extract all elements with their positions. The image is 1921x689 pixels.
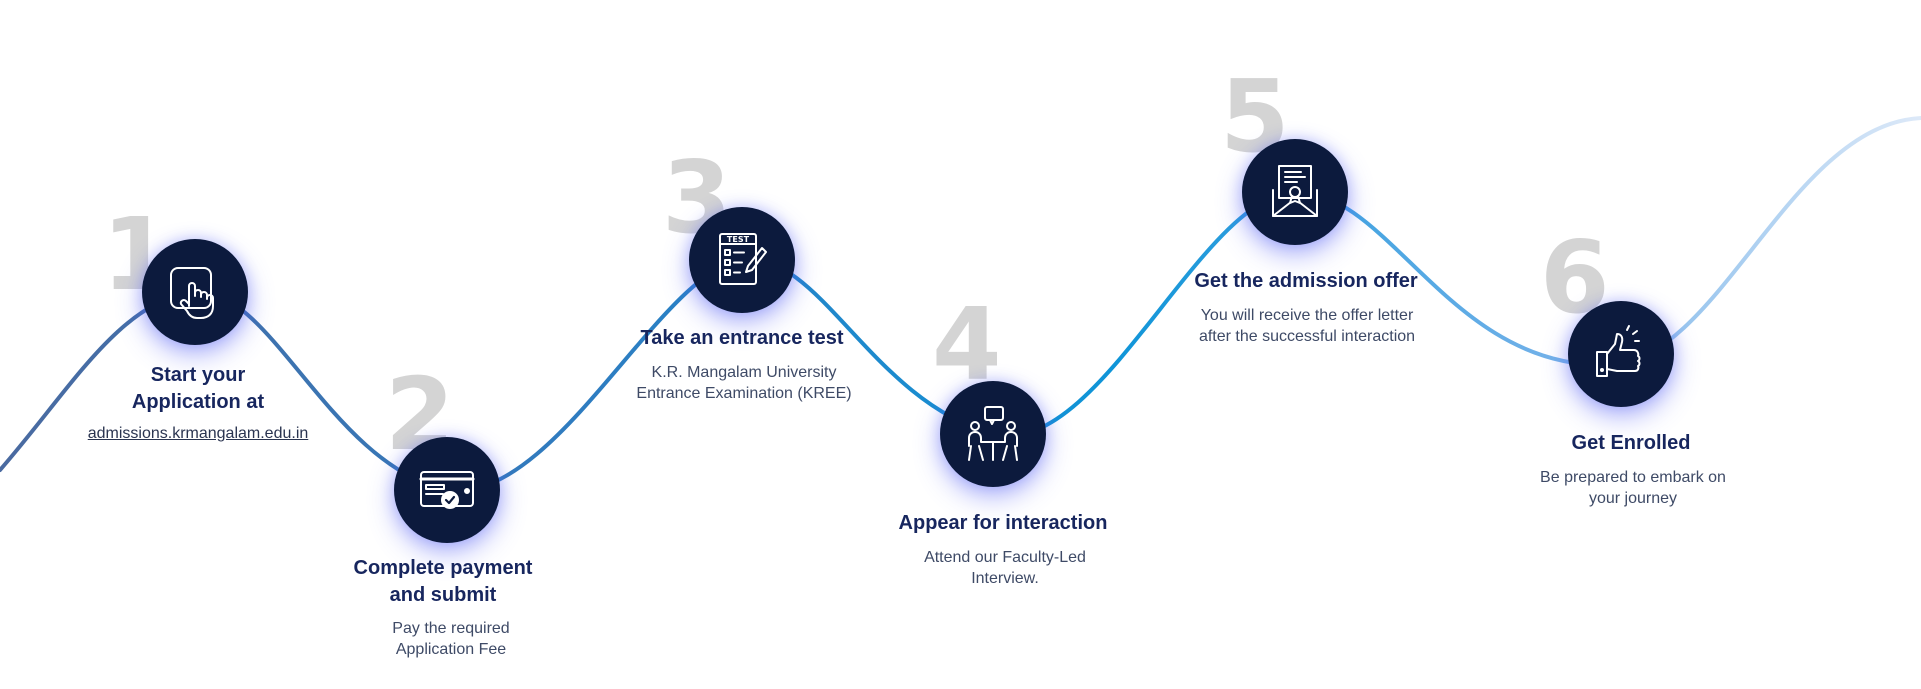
step-3-description: K.R. Mangalam University	[651, 364, 837, 381]
step-1-title-line2: Application at	[131, 391, 265, 413]
interview-icon	[968, 406, 1018, 461]
step-4-node	[940, 381, 1046, 487]
step-4-number: 4	[932, 286, 1002, 403]
step-6-title: Get Enrolled	[1571, 432, 1691, 454]
step-4-description: Attend our Faculty-Led	[924, 549, 1086, 566]
thumbs-up-icon	[1596, 325, 1641, 377]
admissions-link[interactable]: admissions.krmangalam.edu.in	[87, 425, 309, 442]
step-2-node	[394, 437, 500, 543]
step-2-title: Complete payment	[353, 557, 533, 579]
step-2-title-line2: and submit	[389, 584, 497, 606]
step-6-node	[1568, 301, 1674, 407]
offer-letter-icon	[1272, 165, 1318, 217]
test-icon-label: TEST	[727, 235, 750, 244]
step-4-title: Appear for interaction	[898, 512, 1108, 534]
step-5-node	[1242, 139, 1348, 245]
step-1-node	[142, 239, 248, 345]
test-sheet-icon: TEST	[719, 233, 767, 285]
step-2-description: Pay the required	[392, 620, 510, 637]
step-4-description-line2: Interview.	[971, 570, 1039, 587]
step-5-title: Get the admission offer	[1194, 270, 1418, 292]
step-1-title: Start your	[150, 364, 246, 386]
payment-card-icon	[419, 471, 475, 509]
step-3-node: TEST	[689, 207, 795, 313]
step-3-title: Take an entrance test	[640, 327, 844, 349]
step-5-description: You will receive the offer letter	[1200, 307, 1414, 324]
step-2-description-line2: Application Fee	[395, 641, 507, 658]
hand-pointer-icon	[170, 267, 214, 319]
step-6-description-line2: your journey	[1588, 490, 1678, 507]
step-6-description: Be prepared to embark on	[1540, 469, 1726, 486]
step-5-description-line2: after the successful interaction	[1198, 328, 1416, 345]
step-3-description-line2: Entrance Examination (KREE)	[636, 385, 852, 402]
